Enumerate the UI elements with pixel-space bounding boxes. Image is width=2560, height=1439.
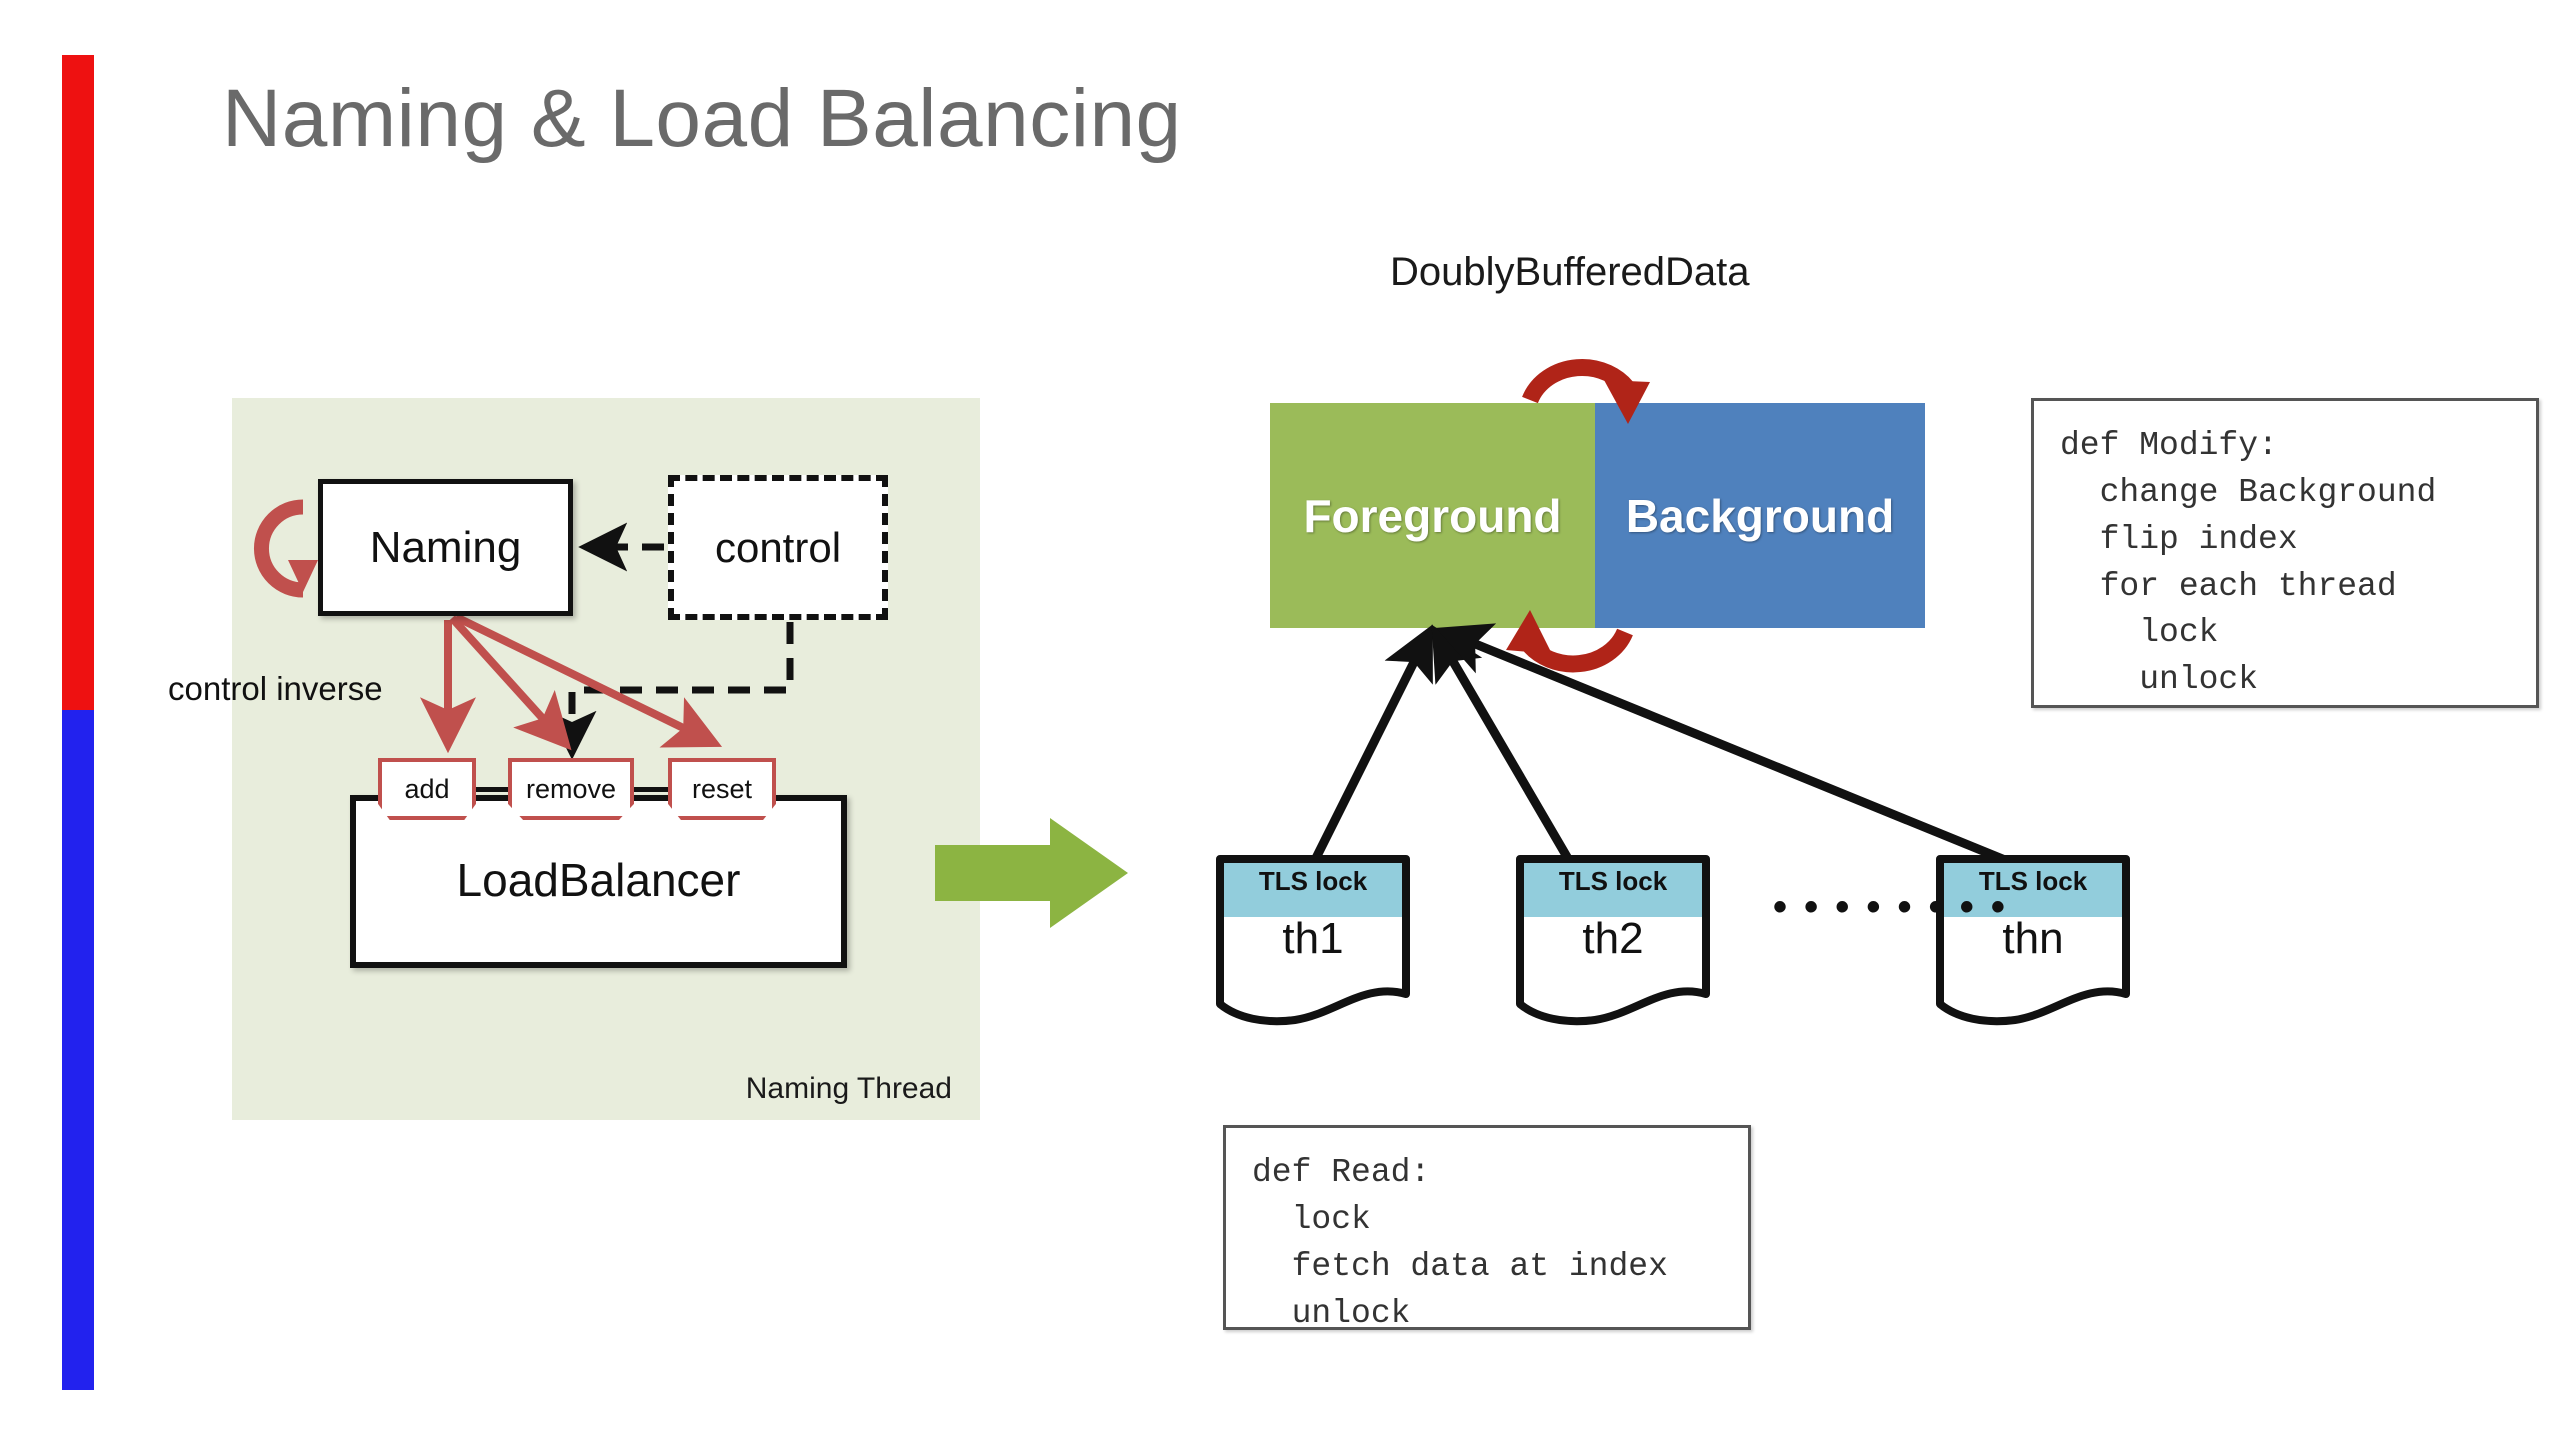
control-box-label: control xyxy=(714,523,842,571)
operation-chip-reset[interactable]: reset xyxy=(668,758,776,820)
thread-name: thn xyxy=(2002,914,2064,963)
document-shape xyxy=(1216,855,1410,1026)
th2-to-foreground-link xyxy=(1431,624,1574,865)
naming-thread-caption: Naming Thread xyxy=(745,1072,952,1105)
foreground-label: Foreground xyxy=(1303,489,1562,542)
thread-card-th2[interactable]: TLS lock th2 xyxy=(1515,854,1711,1029)
chip-connector xyxy=(634,787,668,792)
thread-name: th2 xyxy=(1582,914,1644,963)
tls-lock-label: TLS lock xyxy=(1978,866,2088,896)
operation-label: remove xyxy=(525,773,617,804)
loadbalancer-label: LoadBalancer xyxy=(456,854,741,906)
foreground-buffer[interactable]: Foreground xyxy=(1270,403,1595,628)
operation-label: add xyxy=(404,773,450,804)
thread-name: th1 xyxy=(1282,914,1344,963)
document-shape xyxy=(1516,855,1710,1026)
operation-chip-remove[interactable]: remove xyxy=(508,758,634,820)
tls-lock-label: TLS lock xyxy=(1558,866,1668,896)
th1-to-foreground-link xyxy=(1310,624,1433,863)
accent-bar-top xyxy=(62,55,94,710)
background-label: Background xyxy=(1625,489,1895,542)
background-buffer[interactable]: Background xyxy=(1595,403,1925,628)
operation-label: reset xyxy=(691,773,753,804)
code-block-read: def Read: lock fetch data at index unloc… xyxy=(1223,1125,1751,1332)
tls-lock-label: TLS lock xyxy=(1258,866,1368,896)
control-box[interactable]: control xyxy=(668,475,888,620)
thn-to-foreground-link xyxy=(1435,623,2012,867)
operation-chip-add[interactable]: add xyxy=(378,758,476,820)
threads-ellipsis: • • • • • • • • xyxy=(1773,885,2008,929)
document-shape xyxy=(1936,855,2130,1026)
doubly-buffered-title: DoublyBufferedData xyxy=(1390,250,1750,294)
page-title: Naming & Load Balancing xyxy=(222,73,1182,164)
loadbalancer-box[interactable]: LoadBalancer xyxy=(350,795,847,968)
naming-box-label: Naming xyxy=(369,522,522,572)
thread-card-th1[interactable]: TLS lock th1 xyxy=(1215,854,1411,1029)
code-block-modify: def Modify: change Background flip index… xyxy=(2031,398,2539,708)
control-inverse-label: control inverse xyxy=(168,670,383,707)
chip-connector xyxy=(476,787,508,792)
thread-card-thn[interactable]: TLS lock thn xyxy=(1935,854,2131,1029)
naming-box[interactable]: Naming xyxy=(318,479,573,616)
accent-bar-bottom xyxy=(62,710,94,1390)
